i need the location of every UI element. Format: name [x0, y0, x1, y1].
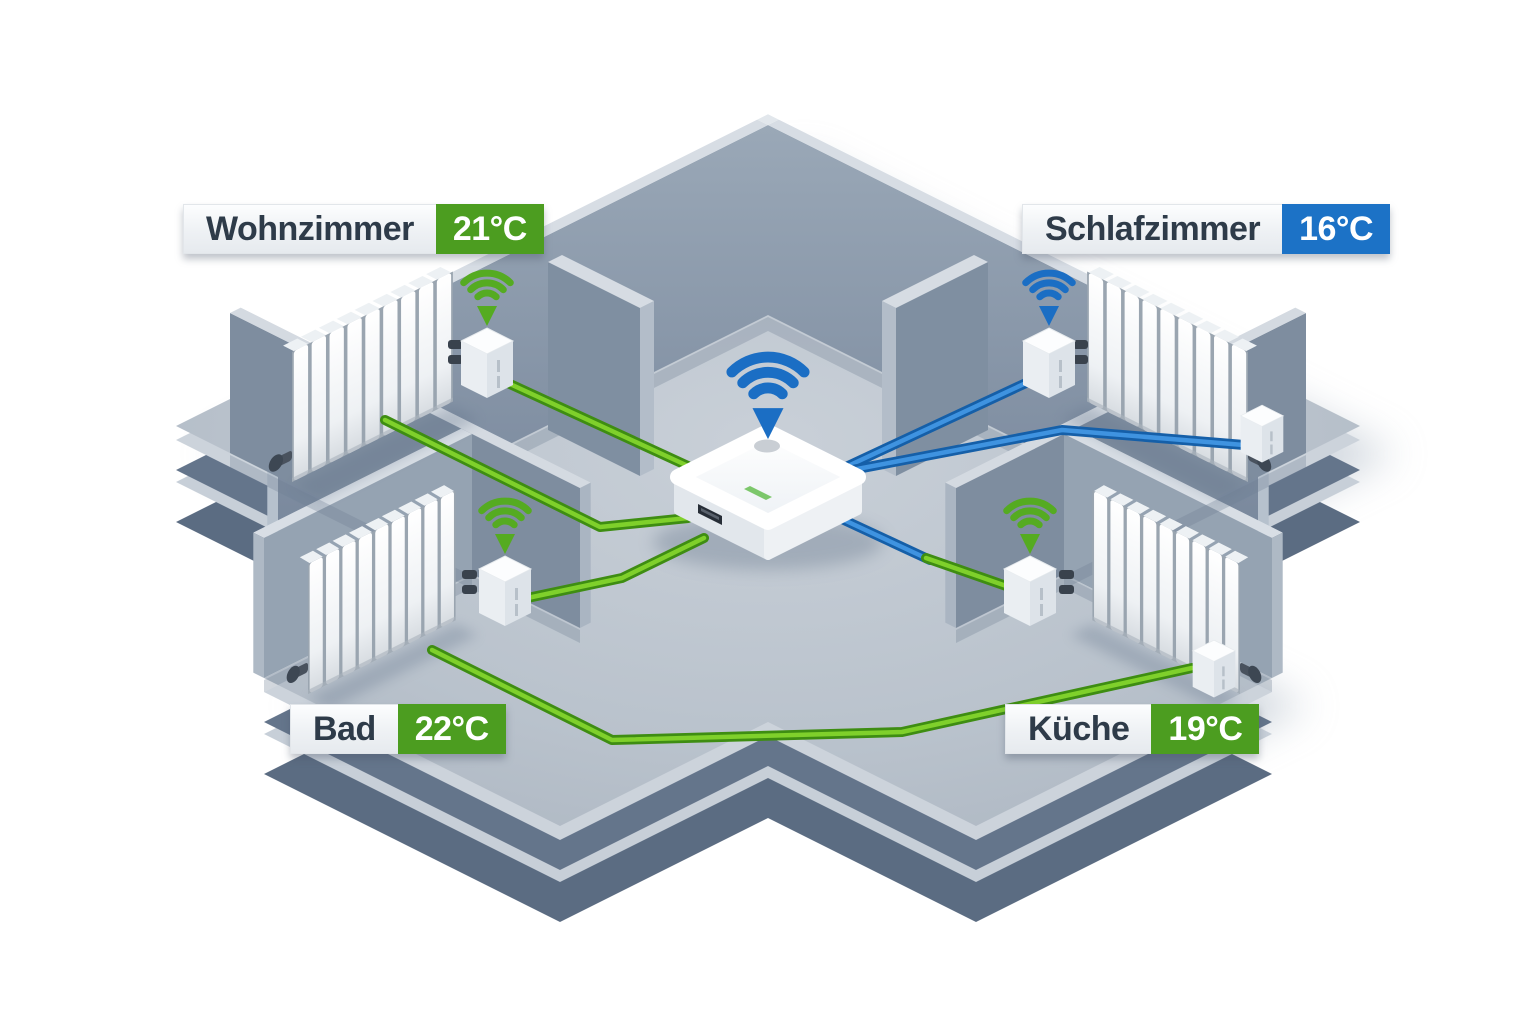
radiator-shadow — [308, 624, 478, 709]
room-name: Küche — [1005, 704, 1152, 754]
room-label-kueche: Küche 19°C — [1005, 704, 1260, 754]
temperature-badge: 16°C — [1282, 204, 1391, 254]
connection-line-extra-left — [380, 415, 693, 532]
hub-antenna-base — [754, 439, 780, 453]
gateway-hub — [670, 424, 866, 560]
temperature-badge: 22°C — [397, 704, 506, 754]
controller-box-schlafzimmer — [1240, 404, 1284, 463]
connection-line-schlafzimmer — [843, 371, 1046, 471]
room-name: Schlafzimmer — [1022, 204, 1283, 254]
connection-line-kueche — [839, 515, 1017, 593]
connection-line-bad — [513, 533, 709, 605]
wall-stub-right — [882, 255, 988, 476]
room-label-schlafzimmer: Schlafzimmer 16°C — [1022, 204, 1391, 254]
room-name: Bad — [290, 704, 398, 754]
connection-lines — [380, 371, 1261, 745]
temperature-badge: 21°C — [435, 204, 544, 254]
thermostat-valve-kueche — [1003, 555, 1057, 627]
thermostat-valve-wohnzimmer — [460, 327, 514, 399]
hub-led — [744, 486, 772, 500]
temperature-badge: 19°C — [1151, 704, 1260, 754]
room-name: Wohnzimmer — [183, 204, 436, 254]
connection-line-wohnzimmer — [492, 373, 693, 471]
wall-stub-left — [548, 255, 654, 476]
thermostat-valve-bad — [478, 555, 532, 627]
room-label-bad: Bad 22°C — [290, 704, 506, 754]
valve-rings — [448, 340, 1088, 594]
radiator-shadow — [292, 405, 480, 500]
thermostat-valve-schlafzimmer — [1022, 327, 1076, 399]
connection-line-extra-right — [847, 425, 1261, 475]
connection-line-bottom — [427, 645, 1197, 745]
controller-box-kueche — [1192, 639, 1236, 698]
room-label-wohnzimmer: Wohnzimmer 21°C — [183, 204, 544, 254]
